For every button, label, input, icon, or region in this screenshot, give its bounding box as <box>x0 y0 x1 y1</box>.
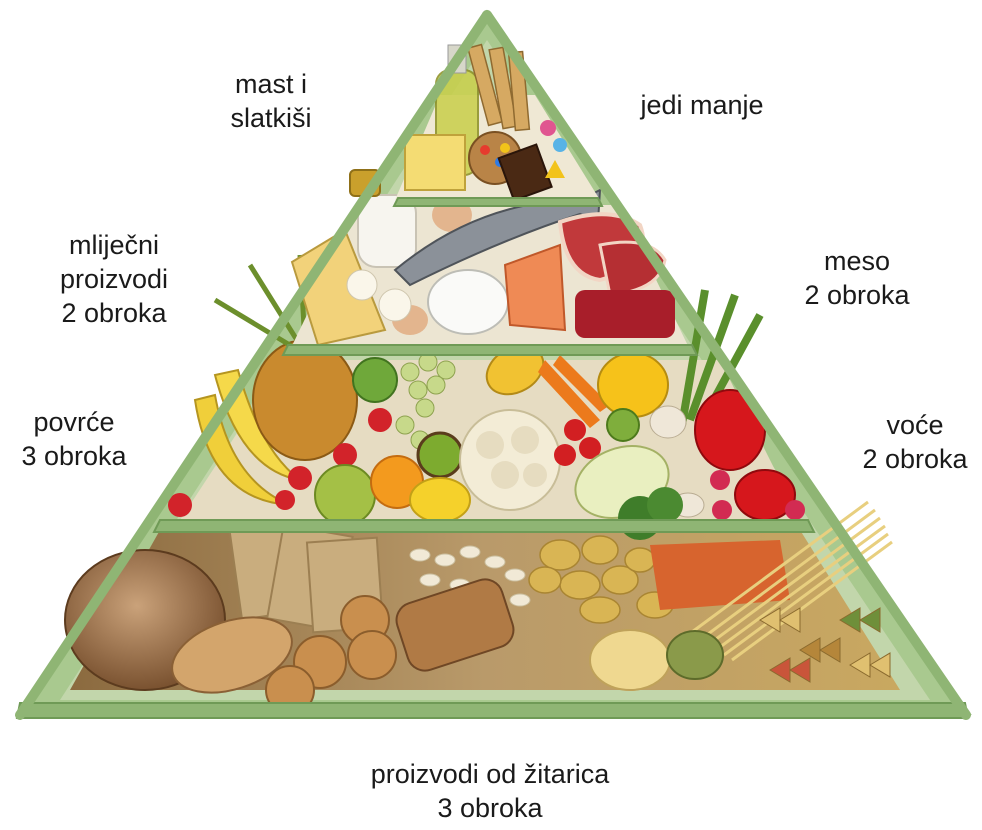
label-meat-line1: meso <box>782 244 932 278</box>
label-vegetables: povrće 3 obroka <box>0 405 148 473</box>
label-fruit: voće 2 obroka <box>840 408 982 476</box>
label-fats-sweets: mast i slatkiši <box>206 67 336 135</box>
label-meat: meso 2 obroka <box>782 244 932 312</box>
label-grains-line2: 3 obroka <box>280 791 700 825</box>
label-fats-sweets-line1: mast i <box>206 67 336 101</box>
label-eat-less: jedi manje <box>612 88 792 122</box>
label-dairy: mliječni proizvodi 2 obroka <box>14 228 214 330</box>
grains-tier <box>65 502 900 714</box>
label-fats-sweets-line2: slatkiši <box>206 101 336 135</box>
label-dairy-line2: proizvodi <box>14 262 214 296</box>
label-grains: proizvodi od žitarica 3 obroka <box>280 757 700 825</box>
label-vegetables-line1: povrće <box>0 405 148 439</box>
label-eat-less-text: jedi manje <box>612 88 792 122</box>
label-grains-line1: proizvodi od žitarica <box>280 757 700 791</box>
label-dairy-line1: mliječni <box>14 228 214 262</box>
label-vegetables-line2: 3 obroka <box>0 439 148 473</box>
label-fruit-line2: 2 obroka <box>840 442 982 476</box>
label-dairy-line3: 2 obroka <box>14 296 214 330</box>
label-meat-line2: 2 obroka <box>782 278 932 312</box>
label-fruit-line1: voće <box>840 408 982 442</box>
